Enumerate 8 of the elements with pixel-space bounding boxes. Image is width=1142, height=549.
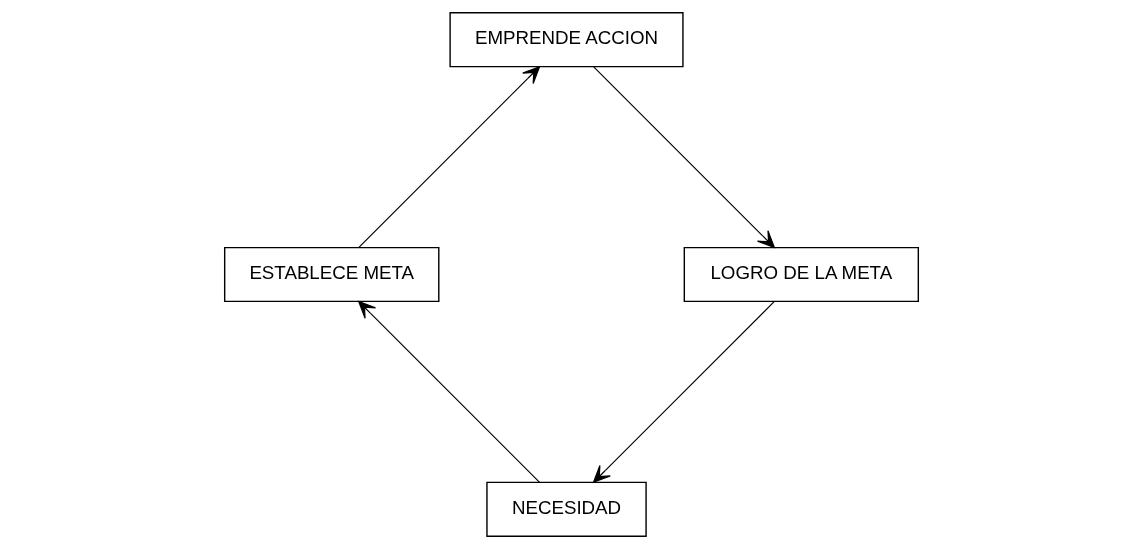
- arrow: [592, 300, 775, 483]
- node-box: LOGRO DE LA META: [683, 246, 919, 303]
- node-box: ESTABLECE META: [223, 246, 439, 303]
- node-box: EMPRENDE ACCION: [448, 12, 684, 68]
- arrow: [357, 66, 540, 249]
- arrow: [357, 300, 540, 483]
- node-box: NECESIDAD: [485, 481, 647, 537]
- arrow: [592, 66, 775, 249]
